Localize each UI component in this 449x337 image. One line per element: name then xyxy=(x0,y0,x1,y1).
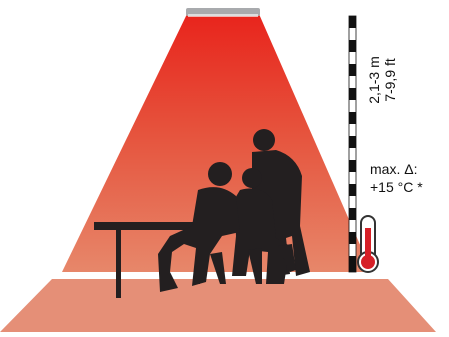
temperature-delta-value: +15 °C * xyxy=(370,178,449,196)
height-metric: 2,1-3 m xyxy=(366,30,382,130)
temperature-delta-title: max. Δ: xyxy=(370,160,449,178)
heater-glow xyxy=(188,14,258,17)
thermometer-icon xyxy=(358,216,378,272)
height-imperial: 7-9,9 ft xyxy=(382,30,398,130)
floor xyxy=(0,279,436,332)
temperature-delta-label: max. Δ: +15 °C * xyxy=(370,160,449,196)
measuring-pole xyxy=(349,16,356,272)
height-label: 2,1-3 m 7-9,9 ft xyxy=(358,10,418,110)
